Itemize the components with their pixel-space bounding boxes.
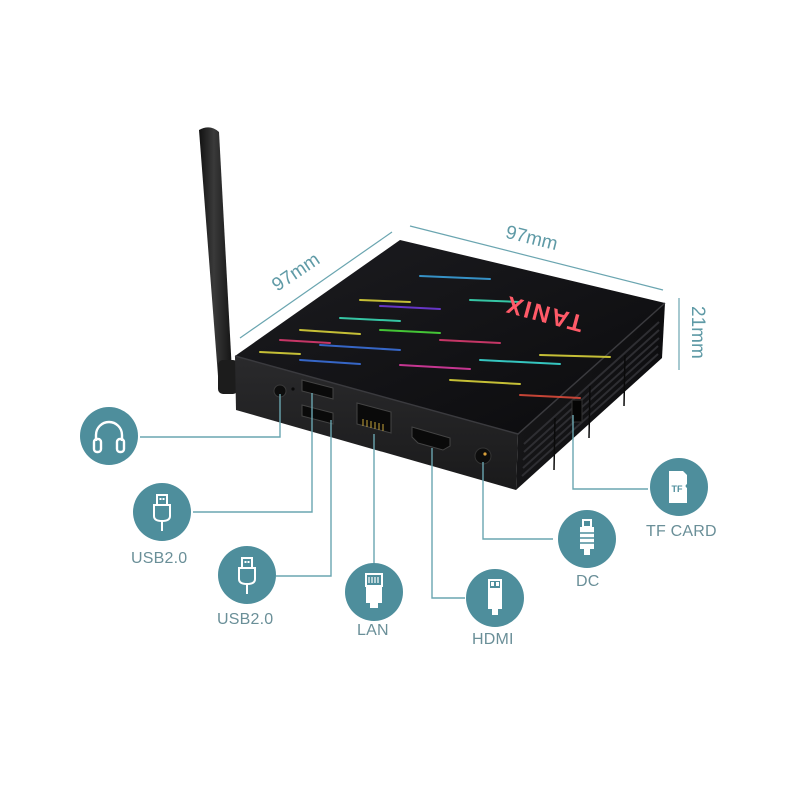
port-dc-badge [558, 510, 616, 568]
port-tf-badge: TF [650, 458, 708, 516]
port-lan-label: LAN [357, 622, 389, 639]
port-dc-label: DC [576, 573, 600, 590]
port-usb1-label: USB2.0 [131, 550, 188, 567]
usb-icon [153, 494, 171, 531]
front-ports [273, 379, 492, 465]
hdmi-icon [488, 579, 502, 615]
dimension-lines [239, 225, 680, 370]
port-hdmi-badge [466, 569, 524, 627]
box-body: TANIX [234, 240, 666, 490]
port-usb2-badge [218, 546, 276, 604]
port-lan-badge [345, 563, 403, 621]
port-usb2-label: USB2.0 [217, 611, 274, 628]
dc-power-icon [580, 519, 594, 555]
headphones-icon [92, 420, 126, 454]
port-hdmi-label: HDMI [472, 631, 514, 648]
port-usb1-badge [133, 483, 191, 541]
port-tf-label: TF CARD [646, 523, 717, 540]
leader-lines [140, 393, 648, 599]
tf-icon-text: TF [672, 484, 683, 494]
antenna [199, 127, 238, 394]
tf-card-icon: TF [669, 471, 687, 503]
dimension-height: 21mm [687, 306, 708, 359]
port-audio-badge [80, 407, 138, 465]
usb-icon [238, 557, 256, 594]
ethernet-icon [365, 573, 383, 608]
